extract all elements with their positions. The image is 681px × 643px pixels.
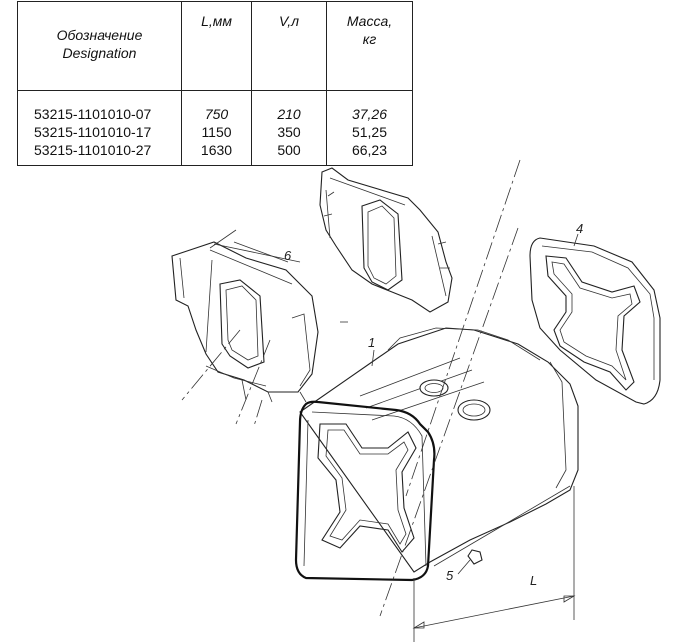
assembly-axis-lines	[181, 159, 521, 617]
bracket-front	[171, 229, 319, 403]
header-mass-ru: Масса,	[346, 13, 393, 29]
cell-designation: 53215-1101010-27	[17, 141, 182, 166]
callout-drain-plug: 5	[446, 568, 454, 583]
cell-mass: 37,26	[326, 90, 413, 123]
header-designation-en: Designation	[62, 45, 137, 61]
table-row: 53215-1101010-07 750 210 37,26	[17, 90, 413, 123]
cell-designation: 53215-1101010-17	[17, 123, 182, 141]
cell-length: 1150	[181, 123, 252, 141]
callout-length: L	[530, 573, 537, 588]
bracket-rear	[319, 167, 453, 313]
header-volume: V,л	[251, 1, 327, 91]
callout-tank: 1	[368, 335, 375, 350]
table-row: 53215-1101010-27 1630 500 66,23	[17, 141, 413, 166]
cell-volume: 210	[251, 90, 327, 123]
header-designation-ru: Обозначение	[56, 27, 143, 43]
table-header-row: Обозначение Designation L,мм V,л Масса, …	[17, 1, 413, 91]
cell-volume: 500	[251, 141, 327, 166]
cell-designation: 53215-1101010-07	[17, 90, 182, 123]
table-row: 53215-1101010-17 1150 350 51,25	[17, 123, 413, 141]
cell-length: 1630	[181, 141, 252, 166]
callout-bracket: 6	[284, 248, 292, 263]
specification-table: Обозначение Designation L,мм V,л Масса, …	[17, 1, 413, 166]
cell-mass: 51,25	[326, 123, 413, 141]
header-mass: Масса, кг	[326, 1, 413, 91]
header-designation: Обозначение Designation	[17, 1, 182, 91]
cell-length: 750	[181, 90, 252, 123]
fuel-tank	[294, 327, 579, 582]
cell-volume: 350	[251, 123, 327, 141]
callout-end-gasket: 4	[576, 221, 583, 236]
cell-mass: 66,23	[326, 141, 413, 166]
leader-lines	[233, 233, 579, 575]
header-mass-unit: кг	[362, 31, 377, 47]
end-gasket	[529, 237, 661, 405]
dimension-length	[412, 486, 576, 642]
header-length: L,мм	[181, 1, 252, 91]
